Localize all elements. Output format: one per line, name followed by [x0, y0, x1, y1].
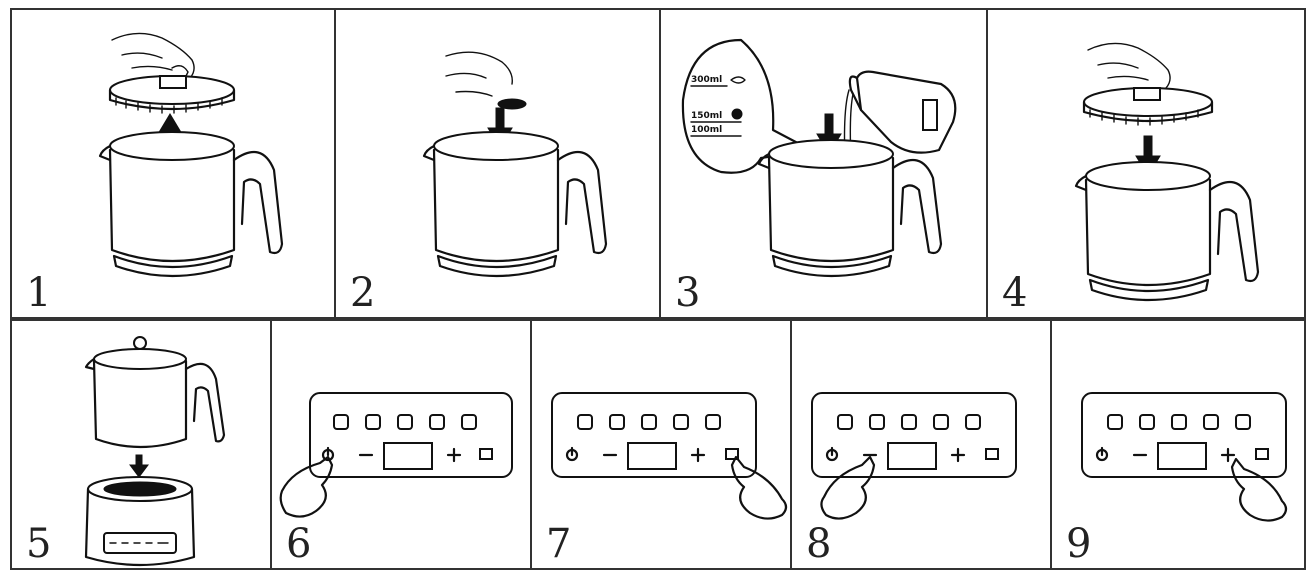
menu-icon [725, 448, 739, 460]
control-panel [811, 392, 1017, 478]
step-7-illustration [551, 392, 788, 520]
step-6-illustration [279, 392, 513, 518]
step-5-panel: 5 [10, 319, 272, 570]
pointing-hand [279, 455, 334, 518]
step-1-panel: 1 [10, 8, 336, 319]
step-4-panel: 4 [986, 8, 1306, 319]
step-9-number: 9 [1066, 521, 1092, 567]
step-7-panel: 7 [530, 319, 792, 570]
step-1-illustration [98, 32, 284, 278]
kettle-body [98, 131, 284, 278]
step-5-number: 5 [26, 521, 52, 567]
plus-icon [446, 447, 462, 463]
step-3-illustration: 300ml 150ml 100ml [681, 38, 957, 278]
plus-icon [1220, 447, 1236, 463]
kettle-body [1074, 161, 1260, 302]
menu-icon [985, 448, 999, 460]
menu-icon [479, 448, 493, 460]
milk-bottle [848, 70, 957, 154]
pointing-hand [1230, 457, 1288, 522]
base-unit [84, 476, 196, 567]
step-2-number: 2 [350, 270, 376, 316]
step-8-panel: 8 [790, 319, 1052, 570]
step-5-illustration [84, 336, 226, 567]
step-3-number: 3 [675, 270, 701, 316]
lid [108, 75, 236, 114]
down-arrow [129, 454, 149, 478]
step-9-panel: 9 [1050, 319, 1306, 570]
plus-icon [690, 447, 706, 463]
step-4-illustration [1074, 42, 1260, 302]
control-panel [551, 392, 757, 478]
step-2-illustration [422, 51, 608, 278]
step-6-panel: 6 [270, 319, 532, 570]
label-300ml: 300ml [691, 75, 722, 85]
step-7-number: 7 [546, 521, 572, 567]
control-panel [309, 392, 513, 478]
kettle-body [422, 131, 608, 278]
menu-icon [1255, 448, 1269, 460]
kettle-with-lid [84, 336, 226, 449]
hand-holding-whisk [445, 51, 527, 110]
step-8-number: 8 [806, 521, 832, 567]
step-6-number: 6 [286, 521, 312, 567]
pointing-hand [820, 455, 876, 520]
lid [1082, 87, 1214, 126]
step-3-panel: 300ml 150ml 100ml [659, 8, 988, 319]
step-9-illustration [1081, 392, 1288, 522]
step-8-illustration [811, 392, 1017, 520]
calibration-callout: 300ml 150ml 100ml [681, 38, 813, 174]
step-1-number: 1 [26, 270, 52, 316]
hand-lifting-lid [111, 32, 195, 85]
label-150ml: 150ml [691, 111, 722, 121]
step-2-panel: 2 [334, 8, 661, 319]
step-4-number: 4 [1002, 270, 1028, 316]
pointing-hand [730, 455, 788, 520]
plus-icon [950, 447, 966, 463]
hand-placing-lid [1087, 42, 1171, 89]
label-100ml: 100ml [691, 125, 722, 135]
control-panel [1081, 392, 1287, 478]
kettle-body [757, 139, 943, 278]
